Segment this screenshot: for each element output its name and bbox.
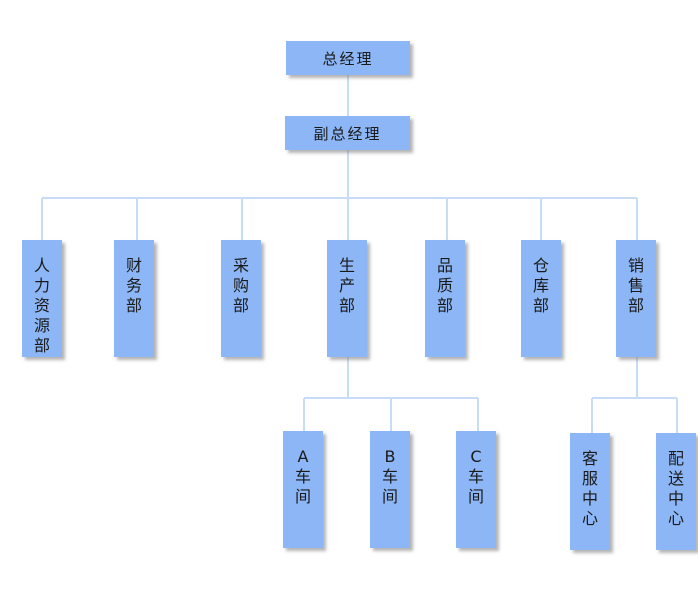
- purchasing-department-node: 采购部: [221, 240, 261, 357]
- general-manager-label: 总经理: [322, 49, 374, 68]
- production-department-node: 生产部: [327, 240, 367, 357]
- quality-department-label: 品质部: [436, 256, 453, 315]
- warehouse-department-node: 仓库部: [521, 240, 561, 357]
- general-manager-node: 总经理: [286, 41, 410, 75]
- workshop-c-label: C车间: [467, 447, 484, 506]
- workshop-b-label: B车间: [381, 447, 398, 506]
- deputy-general-manager-label: 副总经理: [313, 124, 382, 143]
- workshop-a-label: A车间: [294, 447, 311, 506]
- hr-department-label: 人力资源部: [33, 256, 50, 355]
- quality-department-node: 品质部: [425, 240, 465, 357]
- production-department-label: 生产部: [338, 256, 355, 315]
- finance-department-label: 财务部: [125, 256, 142, 315]
- hr-department-node: 人力资源部: [22, 240, 62, 357]
- deputy-general-manager-node: 副总经理: [285, 116, 410, 150]
- delivery-center-node: 配送中心: [656, 433, 696, 550]
- customer-service-center-node: 客服中心: [570, 433, 610, 550]
- warehouse-department-label: 仓库部: [532, 256, 549, 315]
- customer-service-center-label: 客服中心: [581, 449, 598, 528]
- sales-department-label: 销售部: [627, 256, 644, 315]
- sales-department-node: 销售部: [616, 240, 656, 357]
- workshop-a-node: A车间: [283, 431, 323, 548]
- delivery-center-label: 配送中心: [667, 449, 684, 528]
- workshop-b-node: B车间: [370, 431, 410, 548]
- workshop-c-node: C车间: [456, 431, 496, 548]
- finance-department-node: 财务部: [114, 240, 154, 357]
- purchasing-department-label: 采购部: [232, 256, 249, 315]
